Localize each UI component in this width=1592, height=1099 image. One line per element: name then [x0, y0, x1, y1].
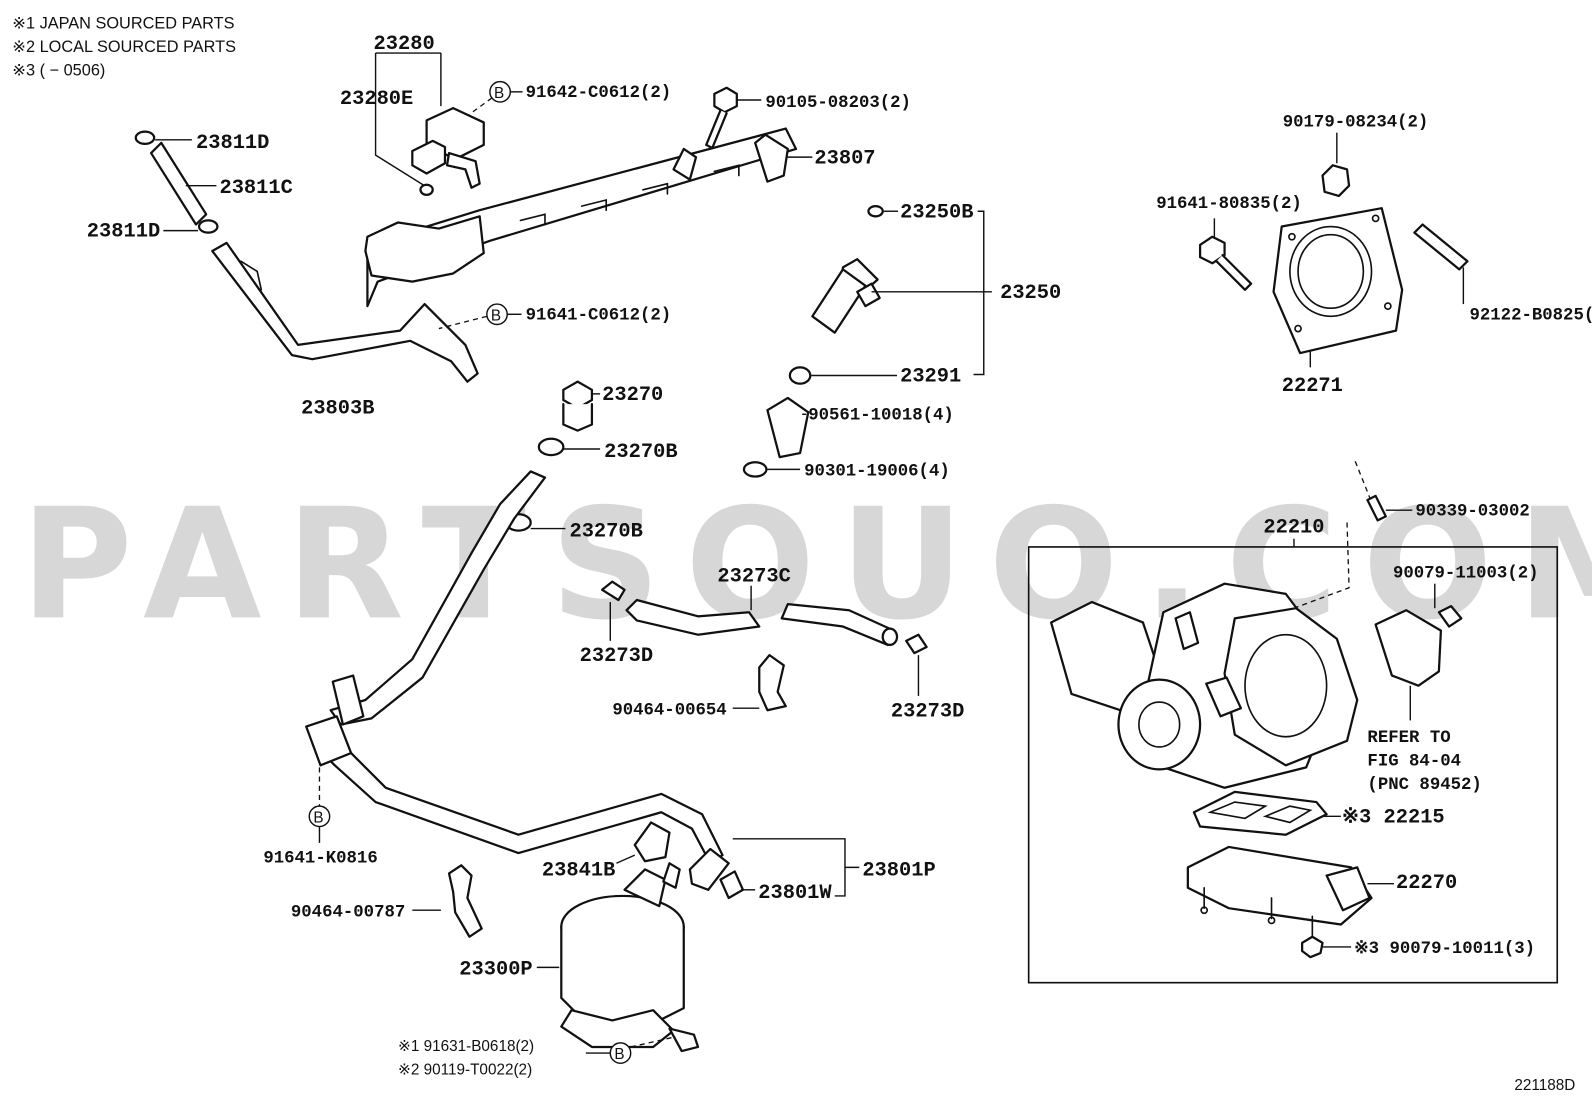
label-23291: 23291: [900, 366, 961, 389]
union-bolt-drawing: [505, 380, 594, 532]
label-90339-03002: 90339-03002: [1415, 502, 1529, 521]
fuel-hose-23801p-drawing: [305, 470, 745, 900]
nut-90179-drawing: [1321, 164, 1351, 198]
label-91641-k0816: 91641-K0816: [263, 849, 377, 868]
leader-91642: [469, 97, 493, 115]
label-23807: 23807: [814, 147, 875, 170]
leader-23280: [374, 52, 442, 187]
note-japan-sourced: ※1 JAPAN SOURCED PARTS: [12, 15, 234, 33]
hose-23273c-drawing: [600, 580, 928, 712]
gasket-22215-drawing: [1192, 790, 1328, 836]
ref-marker-b-4-text: B: [614, 1046, 624, 1063]
ref-marker-b-1-text: B: [494, 85, 504, 102]
bolt-90105-drawing: [705, 86, 738, 150]
watermark-text: PARTSOUQ.COM: [20, 476, 1592, 654]
sensor-89452-drawing: [1374, 605, 1463, 687]
label-91631-b0618: ※1 91631-B0618(2): [398, 1038, 534, 1055]
label-22215: ※3 22215: [1342, 806, 1445, 829]
label-92122-b0825: 92122-B0825(2): [1469, 306, 1592, 325]
fuel-rail-drawing: [364, 127, 798, 308]
label-23811d-top: 23811D: [196, 132, 269, 155]
label-91641-80835: 91641-80835(2): [1156, 195, 1302, 214]
label-22210: 22210: [1263, 517, 1324, 540]
label-90079-11003: 90079-11003(2): [1393, 565, 1539, 584]
label-91642-c0612: 91642-C0612(2): [526, 84, 672, 103]
label-23280e: 23280E: [340, 88, 413, 111]
stud-92122-drawing: [1413, 223, 1469, 271]
label-23270: 23270: [602, 384, 663, 407]
bolt-91641-80835-drawing: [1198, 235, 1253, 291]
fuel-pipe-23803b-drawing: [211, 241, 479, 383]
pressure-regulator-drawing: [411, 107, 485, 197]
leader-22210-dash: [1293, 522, 1350, 609]
figure-code: 221188D: [1514, 1077, 1575, 1094]
bulb-90339-drawing: [1366, 494, 1387, 522]
ref-marker-b-3-text: B: [313, 809, 323, 826]
leader-23250: [871, 210, 992, 376]
clamp-90464-00787-drawing: [447, 864, 483, 938]
label-23273c: 23273C: [717, 566, 790, 589]
leader-90339-dash: [1354, 460, 1373, 503]
label-23280: 23280: [374, 33, 435, 56]
label-22270: 22270: [1396, 872, 1457, 895]
hose-23811c-drawing: [134, 130, 219, 234]
fuel-injector-drawing: [742, 205, 884, 478]
label-90301-19006: 90301-19006(4): [804, 463, 950, 482]
label-23801p: 23801P: [862, 860, 935, 883]
throttle-body-assembly-box: [1027, 546, 1559, 984]
label-23250b: 23250B: [900, 201, 973, 224]
label-23811d-bot: 23811D: [87, 221, 160, 244]
leader-23801p: [732, 838, 860, 897]
label-23801w: 23801W: [758, 882, 832, 905]
label-90079-10011: ※3 90079-10011(3): [1354, 940, 1535, 959]
refer-line-2: FIG 84-04: [1367, 752, 1461, 771]
refer-line-1: REFER TO: [1367, 729, 1450, 748]
note-date-range: ※3 ( − 0506): [12, 62, 105, 80]
label-22271: 22271: [1282, 375, 1343, 398]
label-23300p: 23300P: [459, 959, 532, 982]
label-23270b-bot: 23270B: [569, 521, 642, 544]
ref-marker-b-2-text: B: [491, 307, 501, 324]
label-23841b: 23841B: [542, 860, 615, 883]
label-90464-00787: 90464-00787: [291, 903, 405, 922]
label-90179-08234: 90179-08234(2): [1283, 114, 1429, 133]
idle-speed-control-drawing: [1186, 845, 1373, 926]
label-90105-08203: 90105-08203(2): [765, 94, 911, 113]
label-23273d-right: 23273D: [891, 700, 964, 723]
label-91641-c0612: 91641-C0612(2): [526, 306, 672, 325]
label-90464-00654: 90464-00654: [612, 701, 726, 720]
refer-line-3: (PNC 89452): [1367, 776, 1481, 795]
note-local-sourced: ※2 LOCAL SOURCED PARTS: [12, 38, 236, 56]
screw-90079-10011-drawing: [1301, 915, 1324, 959]
leader-23841b: [616, 854, 636, 864]
label-90561-10018: 90561-10018(4): [808, 406, 954, 425]
label-90119-t0022: ※2 90119-T0022(2): [398, 1062, 532, 1079]
label-23811c: 23811C: [219, 177, 292, 200]
label-23270b-top: 23270B: [604, 441, 677, 464]
label-23803b: 23803B: [301, 397, 374, 420]
fuel-pump-drawing: [560, 862, 700, 1053]
leader-91631-dash: [630, 1036, 676, 1048]
label-23273d-left: 23273D: [580, 645, 653, 668]
leader-91641-c0612: [438, 315, 487, 330]
throttle-body-drawing: [1049, 582, 1359, 789]
gasket-22271-drawing: [1272, 207, 1404, 355]
label-23250: 23250: [1000, 282, 1061, 305]
